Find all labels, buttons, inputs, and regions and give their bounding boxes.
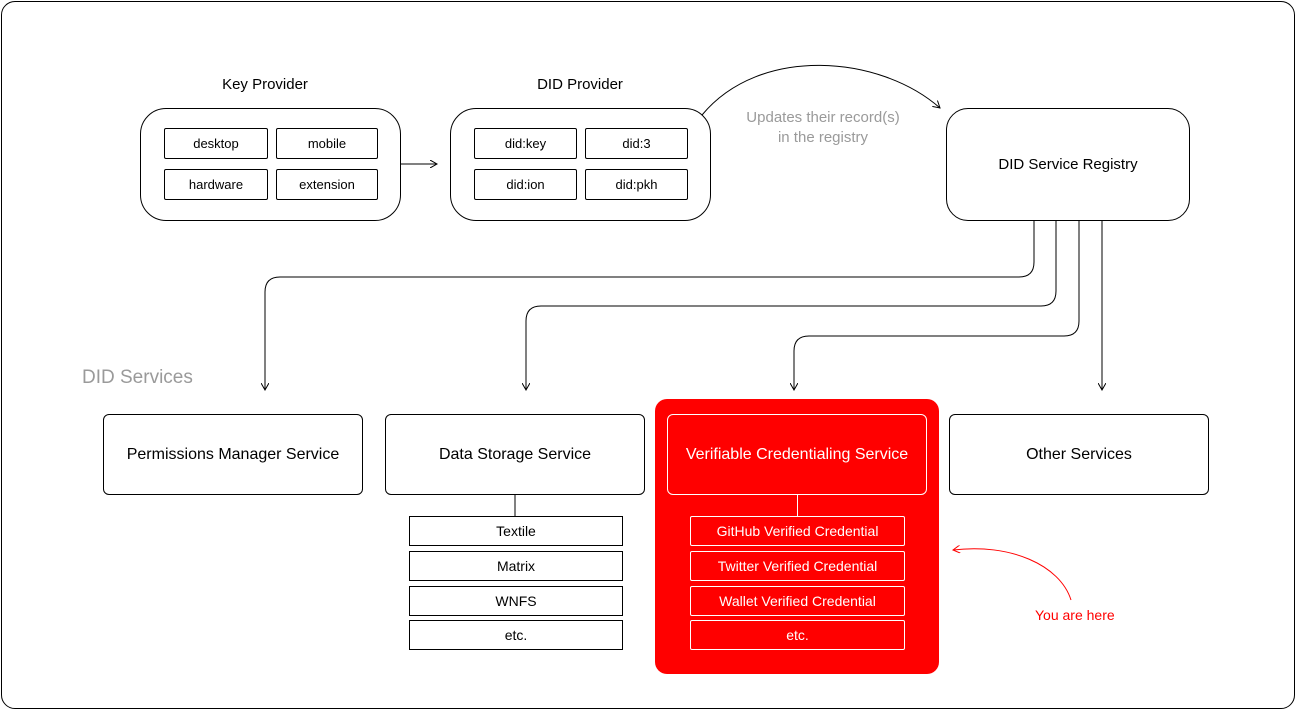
registry-to-storage-arrow [526, 221, 1057, 390]
credential-item-twitter: Twitter Verified Credential [690, 551, 905, 581]
registry-update-note: Updates their record(s) in the registry [723, 108, 923, 148]
key-chip-extension: extension [276, 169, 378, 200]
key-chip-mobile: mobile [276, 128, 378, 159]
key-chip-hardware: hardware [164, 169, 268, 200]
credential-item-wallet: Wallet Verified Credential [690, 586, 905, 616]
did-chip-3: did:3 [585, 128, 688, 159]
did-to-registry-arrow [701, 64, 940, 116]
did-provider-group [450, 108, 711, 221]
you-are-here-arrow [953, 549, 1072, 601]
other-services: Other Services [949, 414, 1209, 495]
data-storage-service: Data Storage Service [385, 414, 645, 495]
did-chip-pkh: did:pkh [585, 169, 688, 200]
key-provider-title: Key Provider [222, 76, 308, 93]
registry-note-line1: Updates their record(s) [746, 109, 900, 126]
key-chip-desktop: desktop [164, 128, 268, 159]
storage-item-textile: Textile [409, 516, 623, 546]
credential-item-github: GitHub Verified Credential [690, 516, 905, 546]
storage-item-matrix: Matrix [409, 551, 623, 581]
registry-to-permissions-arrow [265, 221, 1035, 390]
permissions-manager-service: Permissions Manager Service [103, 414, 363, 495]
did-chip-ion: did:ion [474, 169, 577, 200]
key-provider-group [140, 108, 401, 221]
credentialing-stem [797, 494, 798, 516]
verifiable-credentialing-service: Verifiable Credentialing Service [667, 414, 927, 495]
did-chip-key: did:key [474, 128, 577, 159]
storage-item-wnfs: WNFS [409, 586, 623, 616]
you-are-here-label: You are here [1035, 607, 1115, 623]
did-provider-title: DID Provider [537, 76, 623, 93]
did-services-heading: DID Services [82, 367, 193, 388]
credential-item-etc: etc. [690, 620, 905, 650]
registry-note-line2: in the registry [777, 129, 869, 146]
did-service-registry: DID Service Registry [946, 108, 1190, 221]
registry-to-credentialing-arrow [794, 221, 1080, 390]
storage-item-etc: etc. [409, 620, 623, 650]
credentialing-highlight-panel [655, 399, 939, 674]
